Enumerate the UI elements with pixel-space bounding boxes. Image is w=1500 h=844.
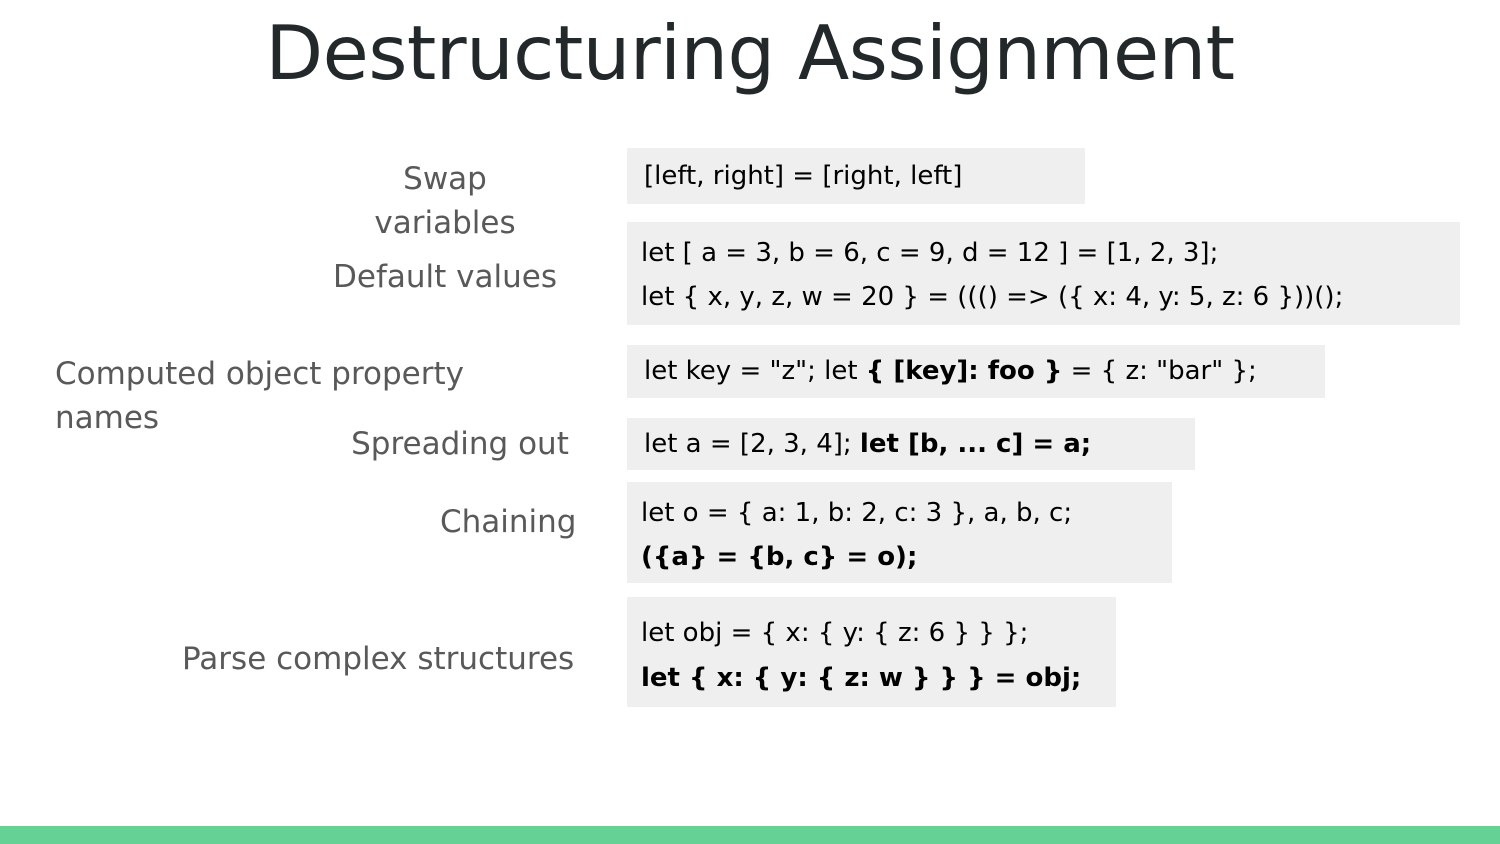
code-line: ({a} = {b, c} = o); xyxy=(641,542,1172,572)
code-line: [left, right] = [right, left] xyxy=(644,161,963,191)
code-segment-bold: let { x: { y: { z: w } } } = obj; xyxy=(641,663,1082,693)
code-line: let obj = { x: { y: { z: 6 } } }; xyxy=(641,618,1029,648)
code-line: let { x: { y: { z: w } } } = obj; xyxy=(641,663,1116,693)
code-line: let a = [2, 3, 4]; let [b, ... c] = a; xyxy=(644,429,1195,459)
code-segment-plain: let key = "z"; let xyxy=(644,356,866,386)
code-block-chaining: let o = { a: 1, b: 2, c: 3 }, a, b, c; (… xyxy=(627,482,1172,583)
caption-spreading-out: Spreading out xyxy=(351,426,569,462)
caption-computed-object-property-names: Computed object property names xyxy=(55,356,464,437)
code-segment-bold: { [key]: foo } xyxy=(865,356,1063,386)
code-block-parse-complex-structures: let obj = { x: { y: { z: 6 } } }; let { … xyxy=(627,597,1116,707)
code-line: let [ a = 3, b = 6, c = 9, d = 12 ] = [1… xyxy=(641,238,1219,268)
bottom-accent-bar xyxy=(0,826,1500,844)
caption-swap-variables: Swap variables xyxy=(374,161,516,242)
code-block-spreading-out: let a = [2, 3, 4]; let [b, ... c] = a; xyxy=(627,418,1195,470)
code-segment-plain: let a = [2, 3, 4]; xyxy=(644,429,860,459)
caption-default-values: Default values xyxy=(333,259,557,295)
code-block-computed-object-property-names: let key = "z"; let { [key]: foo } = { z:… xyxy=(627,345,1325,398)
code-line: let { x, y, z, w = 20 } = ((() => ({ x: … xyxy=(641,282,1344,312)
code-block-swap-variables: [left, right] = [right, left] xyxy=(627,148,1085,204)
code-line: let o = { a: 1, b: 2, c: 3 }, a, b, c; xyxy=(641,498,1073,528)
code-segment-bold: let [b, ... c] = a; xyxy=(859,429,1092,459)
code-segment-plain: = { z: "bar" }; xyxy=(1062,356,1257,386)
code-segment-bold: ({a} = {b, c} = o); xyxy=(641,542,918,572)
caption-parse-complex-structures: Parse complex structures xyxy=(182,641,575,677)
code-line: let key = "z"; let { [key]: foo } = { z:… xyxy=(644,356,1325,386)
code-block-default-values: let [ a = 3, b = 6, c = 9, d = 12 ] = [1… xyxy=(627,222,1460,325)
caption-chaining: Chaining xyxy=(440,504,577,540)
page-title: Destructuring Assignment xyxy=(265,9,1235,97)
